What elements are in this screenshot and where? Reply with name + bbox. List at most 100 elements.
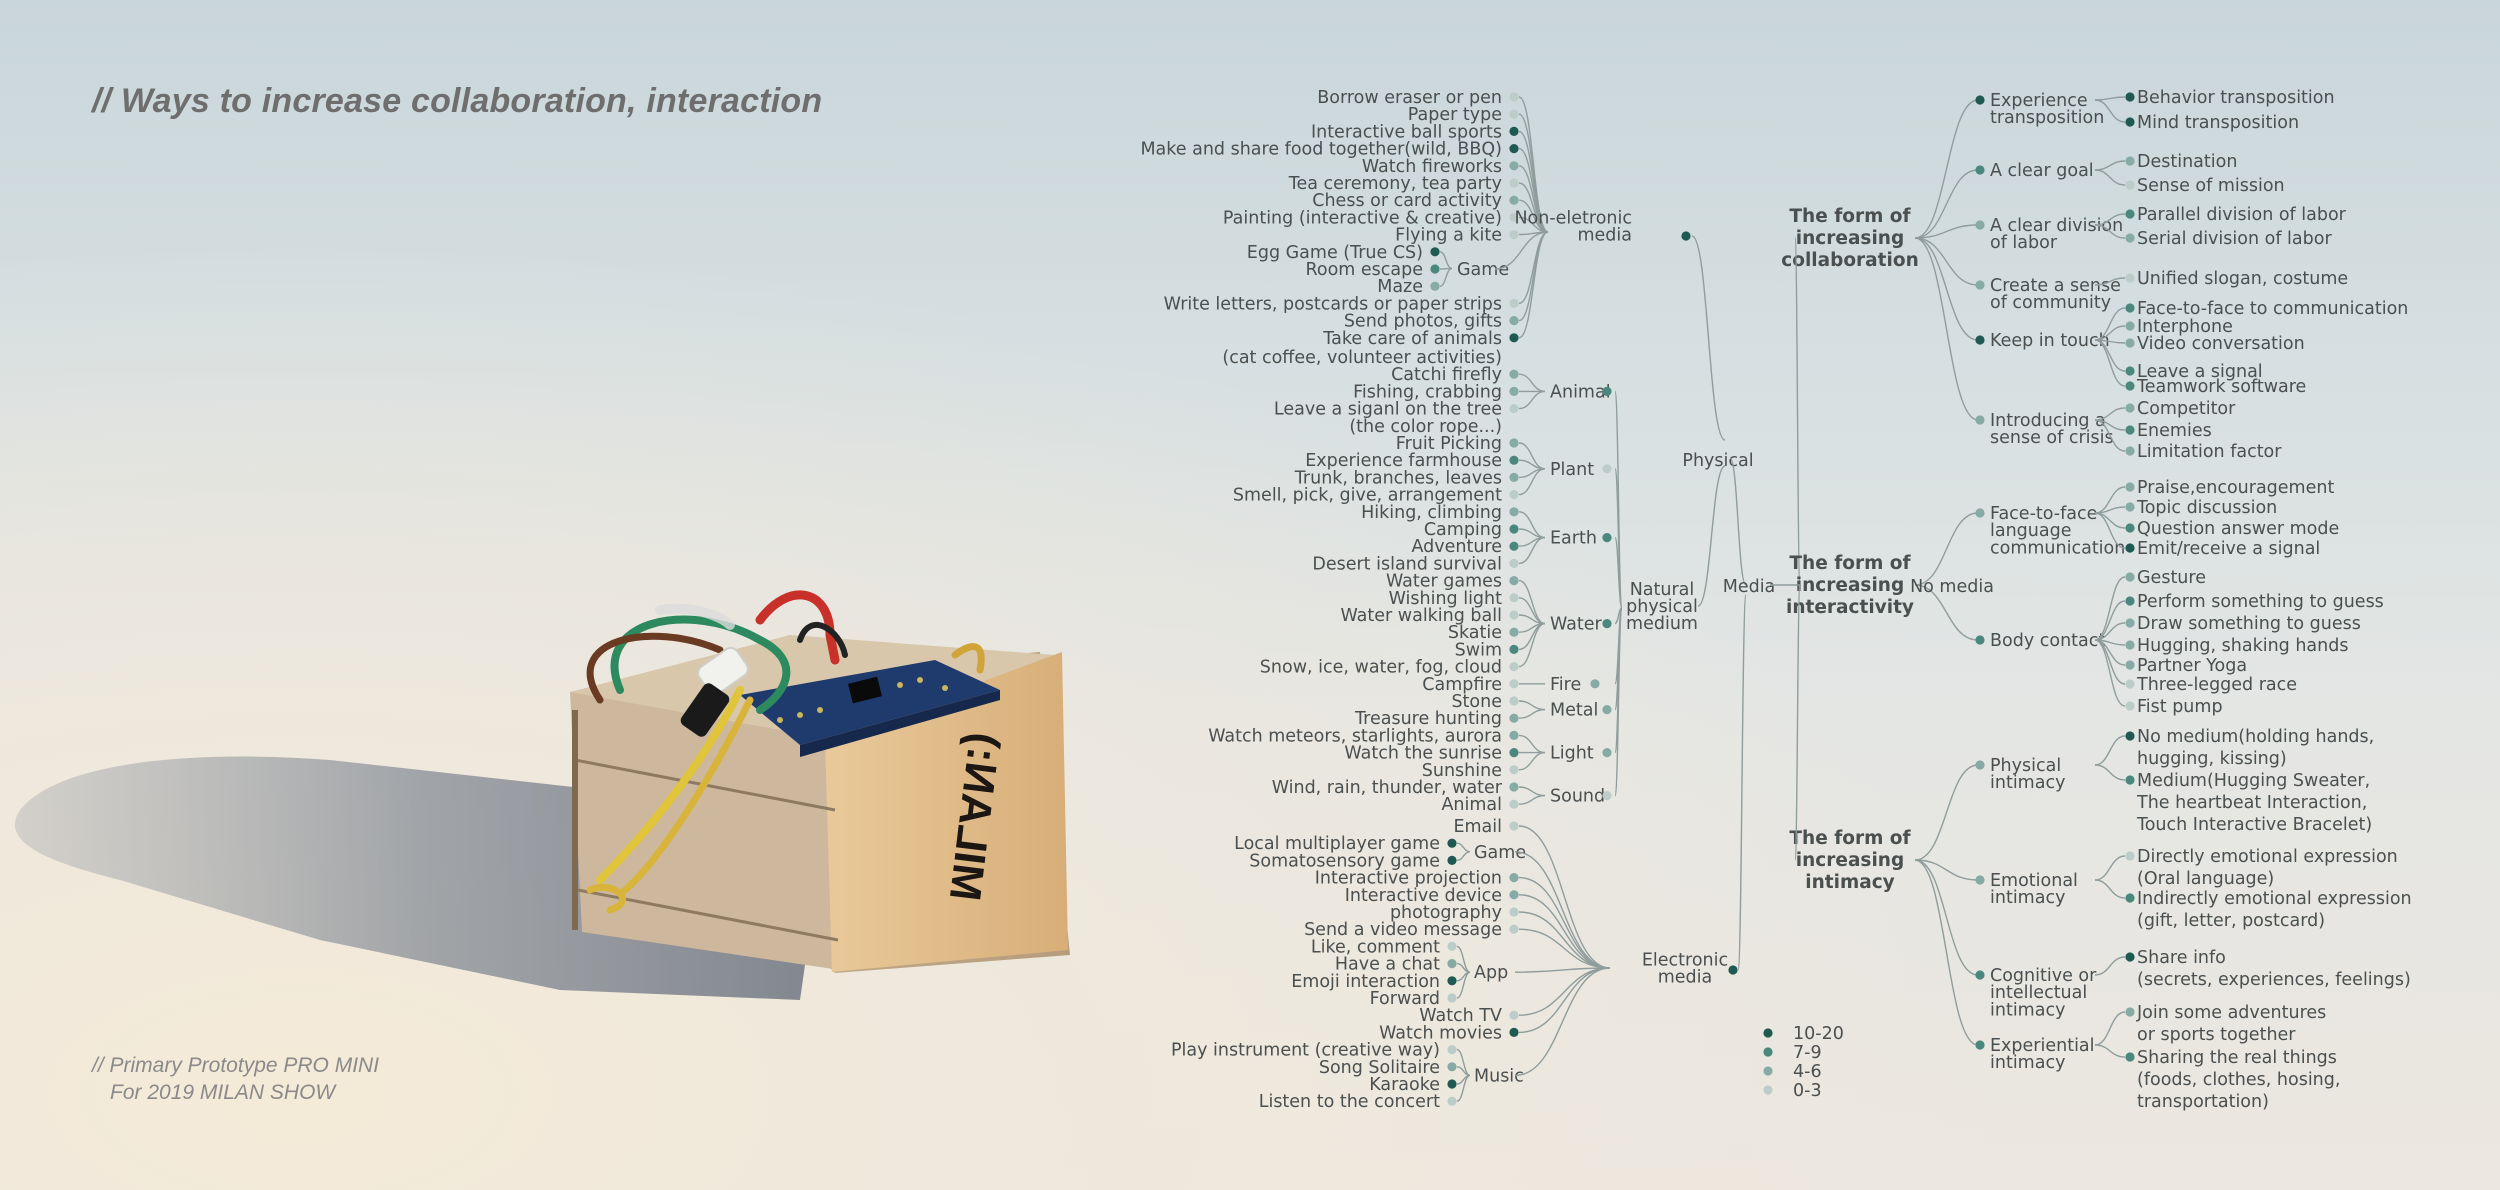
activity-level-dot — [1509, 782, 1519, 792]
form-leaf-dot — [2125, 117, 2135, 127]
connector-line — [2094, 639, 2126, 707]
connector-line — [1518, 390, 1546, 410]
form-leaf-dot — [2125, 952, 2135, 962]
element-level-dot — [1602, 619, 1612, 629]
legend-label: 10-20 — [1793, 1024, 1844, 1044]
connector-line — [1514, 967, 1611, 1077]
form-title: collaboration — [1781, 250, 1918, 271]
element-group-label: Plant — [1550, 460, 1594, 480]
form-leaf-dot — [2125, 572, 2135, 582]
form-leaf-dot — [2125, 701, 2135, 711]
connector-line — [1914, 237, 1979, 421]
legend-label: 0-3 — [1793, 1081, 1822, 1101]
connector-line — [1518, 794, 1546, 805]
form-leaf: Sense of mission — [2137, 176, 2285, 196]
form-leaf: hugging, kissing) — [2137, 749, 2287, 769]
activity-item: Forward — [1370, 989, 1440, 1009]
center-label: Media — [1723, 577, 1776, 597]
form-leaf: No medium(holding hands, — [2137, 727, 2374, 747]
category-label: Electronic — [1642, 950, 1728, 970]
form-leaf-dot — [2125, 893, 2135, 903]
form-leaf-dot — [2125, 273, 2135, 283]
connector-line — [1518, 579, 1546, 625]
activity-item: (cat coffee, volunteer activities) — [1222, 348, 1502, 368]
connector-line — [1691, 235, 1726, 441]
activity-level-dot — [1509, 541, 1519, 551]
connector-line — [1518, 751, 1546, 771]
prototype-caption: // Primary Prototype PRO MINI For 2019 M… — [92, 1052, 379, 1106]
activity-level-dot — [1447, 959, 1457, 969]
form-leaf: Destination — [2137, 152, 2237, 172]
element-level-dot — [1602, 748, 1612, 758]
connector-line — [1518, 734, 1546, 754]
form-leaf: Hugging, shaking hands — [2137, 636, 2348, 656]
connector-line — [1518, 700, 1546, 711]
page-title: // Ways to increase collaboration, inter… — [92, 82, 823, 120]
connector-line — [2094, 512, 2126, 549]
activity-item: Flying a kite — [1395, 226, 1502, 246]
form-leaf: Competitor — [2137, 399, 2236, 419]
legend-dot — [1763, 1028, 1773, 1038]
form-branch: A clear goal — [1990, 161, 2094, 181]
activity-item: Egg Game (True CS) — [1247, 243, 1423, 263]
form-leaf: Touch Interactive Bracelet) — [2136, 815, 2372, 835]
activity-item: Interactive ball sports — [1311, 122, 1502, 142]
connector-line — [2094, 506, 2126, 514]
element-group-label: Fire — [1550, 675, 1581, 695]
form-branch: Experience — [1990, 91, 2088, 111]
element-group-label: Metal — [1550, 701, 1598, 721]
form-branch: Keep in touch — [1990, 331, 2110, 351]
activity-item: Maze — [1377, 277, 1423, 297]
form-leaf-dot — [2125, 156, 2135, 166]
category-level-dot — [1728, 965, 1738, 975]
connector-line — [1794, 584, 1801, 861]
activity-level-dot — [1509, 195, 1519, 205]
connector-line — [1518, 911, 1611, 969]
activity-item: Emoji interaction — [1291, 972, 1440, 992]
activity-item: Interactive projection — [1315, 869, 1502, 889]
connector-line — [2094, 169, 2126, 186]
legend-dot — [1763, 1085, 1773, 1095]
form-title: interactivity — [1786, 597, 1914, 618]
activity-level-dot — [1447, 1096, 1457, 1106]
activity-level-dot — [1509, 799, 1519, 809]
activity-item: Snow, ice, water, fog, cloud — [1260, 658, 1502, 678]
connector-line — [2094, 512, 2126, 529]
activity-level-dot — [1509, 873, 1519, 883]
activity-item: Campfire — [1422, 675, 1502, 695]
connector-line — [1518, 708, 1546, 719]
connector-line — [1518, 967, 1611, 1016]
connector-line — [1914, 99, 1979, 239]
activity-item: Water walking ball — [1340, 606, 1502, 626]
connector-line — [1518, 876, 1611, 969]
connector-line — [1518, 967, 1611, 1034]
activity-item: Water games — [1386, 572, 1502, 592]
group-label: Music — [1474, 1066, 1524, 1086]
caption-line: For 2019 MILAN SHOW — [110, 1081, 336, 1104]
connector-line — [1737, 594, 1747, 971]
activity-item: photography — [1390, 903, 1502, 923]
category-label: Non-eletronic — [1514, 208, 1632, 228]
category-label: physical — [1626, 597, 1698, 617]
activity-item: Like, comment — [1311, 937, 1440, 957]
connector-line — [1514, 967, 1611, 973]
form-leaf-dot — [2125, 731, 2135, 741]
activity-level-dot — [1509, 109, 1519, 119]
element-group-label: Light — [1550, 744, 1594, 764]
connector-line — [2094, 956, 2126, 976]
activity-item: Chess or card activity — [1312, 191, 1502, 211]
activity-item: Wishing light — [1389, 589, 1503, 609]
form-leaf: Serial division of labor — [2137, 229, 2332, 249]
form-leaf-dot — [2125, 679, 2135, 689]
activity-item: Experience farmhouse — [1305, 451, 1502, 471]
connector-line — [2094, 96, 2126, 101]
form-leaf: (foods, clothes, hosing, — [2137, 1070, 2340, 1090]
form-leaf: Emit/receive a signal — [2137, 539, 2320, 559]
form-branch-dot — [1975, 335, 1985, 345]
form-leaf-dot — [2125, 338, 2135, 348]
connector-line — [2094, 735, 2126, 766]
connector-line — [2094, 339, 2126, 387]
activity-item: Fishing, crabbing — [1353, 382, 1502, 402]
activity-item: Skatie — [1448, 623, 1502, 643]
element-level-dot — [1602, 791, 1612, 801]
